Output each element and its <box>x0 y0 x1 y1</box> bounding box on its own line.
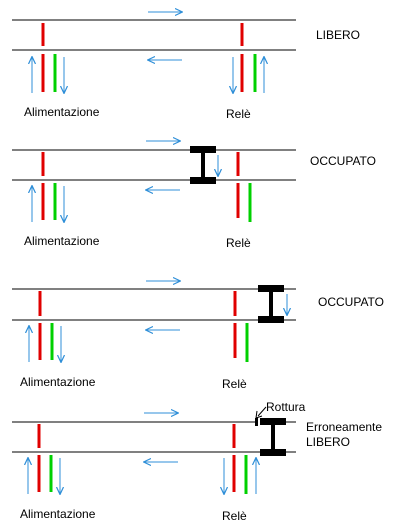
relay-label: Relè <box>226 236 251 250</box>
rail-break-icon <box>255 418 258 426</box>
state-label: OCCUPATO <box>318 295 384 309</box>
panel-occupato-1: OCCUPATO Alimentazione Relè <box>12 141 376 250</box>
panel-libero: LIBERO Alimentazione Relè <box>12 12 360 121</box>
state-label: LIBERO <box>316 28 360 42</box>
state-label: OCCUPATO <box>310 154 376 168</box>
break-label: Rottura <box>266 400 306 414</box>
feed-label: Alimentazione <box>24 105 100 119</box>
break-pointer-arrow <box>257 406 267 417</box>
state-label-line-1: Erroneamente <box>306 420 382 434</box>
relay-label: Relè <box>222 377 247 391</box>
feed-label: Alimentazione <box>20 375 96 389</box>
feed-label: Alimentazione <box>20 507 96 521</box>
state-label-line-2: LIBERO <box>306 435 350 449</box>
axle-icon <box>260 418 286 456</box>
axle-icon <box>190 146 216 184</box>
axle-icon <box>258 285 284 323</box>
panel-erroneamente-libero: Rottura Erroneamente LIBERO Alimentazion… <box>12 400 382 523</box>
relay-label: Relè <box>226 107 251 121</box>
break-pointer-arrowhead <box>255 410 263 419</box>
feed-label: Alimentazione <box>24 234 100 248</box>
panel-occupato-2: OCCUPATO Alimentazione Relè <box>12 281 384 391</box>
relay-label: Relè <box>222 509 247 523</box>
